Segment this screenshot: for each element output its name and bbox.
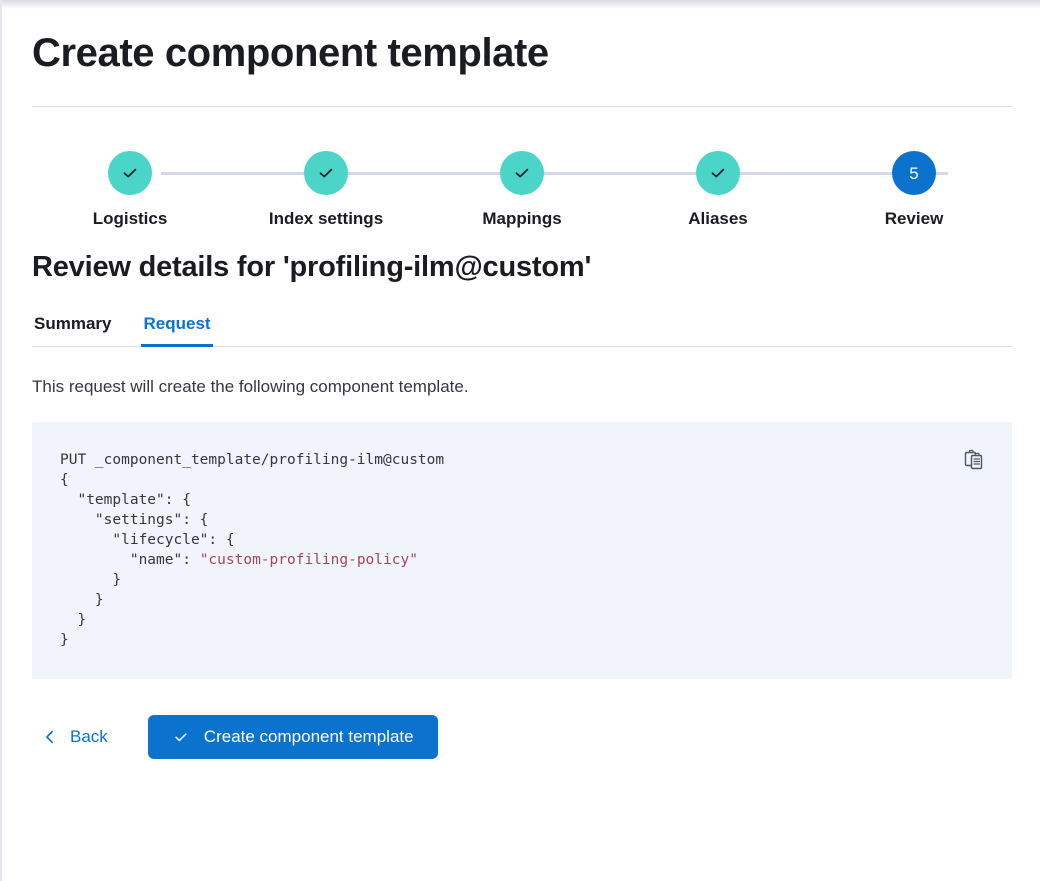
code-line: "lifecycle": { [60, 531, 235, 548]
page-content: Create component template Logistics [32, 0, 1012, 759]
check-icon [120, 163, 140, 183]
tab-summary[interactable]: Summary [32, 314, 113, 346]
tab-request[interactable]: Request [141, 314, 213, 347]
check-icon [708, 163, 728, 183]
check-icon [172, 728, 190, 746]
chevron-left-icon [42, 729, 58, 745]
title-divider [32, 106, 1012, 107]
stepper-steps: Logistics Index settings [32, 151, 1012, 229]
code-request-line: PUT _component_template/profiling-ilm@cu… [60, 451, 445, 468]
request-code-block: PUT _component_template/profiling-ilm@cu… [32, 421, 1012, 679]
stepper-step-review[interactable]: 5 Review [816, 151, 1012, 229]
check-icon [316, 163, 336, 183]
clipboard-copy-icon[interactable] [962, 448, 986, 472]
stepper-track [161, 172, 948, 175]
step-status-circle: 5 [892, 151, 936, 195]
create-button-label: Create component template [203, 727, 414, 747]
step-status-circle [500, 151, 544, 195]
window-chrome-strip [0, 0, 1040, 9]
stepper-step-index-settings[interactable]: Index settings [228, 151, 424, 229]
stepper-step-aliases[interactable]: Aliases [620, 151, 816, 229]
code-line-name: "name": "custom-profiling-policy" [60, 551, 418, 568]
review-tabs: Summary Request [32, 314, 1012, 347]
step-status-circle [108, 151, 152, 195]
request-description: This request will create the following c… [32, 377, 469, 396]
code-line: } [60, 611, 87, 628]
step-status-circle [304, 151, 348, 195]
wizard-actions: Back Create component template [32, 714, 1012, 759]
request-code-text: PUT _component_template/profiling-ilm@cu… [32, 422, 1012, 650]
code-line: } [60, 571, 122, 588]
check-icon [512, 163, 532, 183]
code-line: { [60, 471, 69, 488]
back-button-label: Back [70, 726, 108, 746]
code-line: } [60, 591, 104, 608]
step-label: Aliases [688, 209, 748, 228]
wizard-stepper: Logistics Index settings [32, 151, 1012, 237]
step-label: Mappings [482, 209, 562, 228]
stepper-step-logistics[interactable]: Logistics [32, 151, 228, 229]
back-button[interactable]: Back [32, 727, 108, 747]
step-status-circle [696, 151, 740, 195]
code-line: "template": { [60, 491, 191, 508]
step-label: Review [884, 209, 944, 228]
step-label: Logistics [92, 209, 168, 228]
code-line: } [60, 631, 69, 648]
create-component-template-button[interactable]: Create component template [147, 714, 438, 759]
code-string-value: "custom-profiling-policy" [199, 551, 418, 568]
page-left-border [0, 0, 2, 881]
code-line: "settings": { [60, 511, 209, 528]
page-title: Create component template [32, 31, 549, 75]
step-label: Index settings [268, 209, 384, 228]
step-number: 5 [909, 163, 919, 183]
review-heading: Review details for 'profiling-ilm@custom… [32, 251, 592, 283]
stepper-step-mappings[interactable]: Mappings [424, 151, 620, 229]
